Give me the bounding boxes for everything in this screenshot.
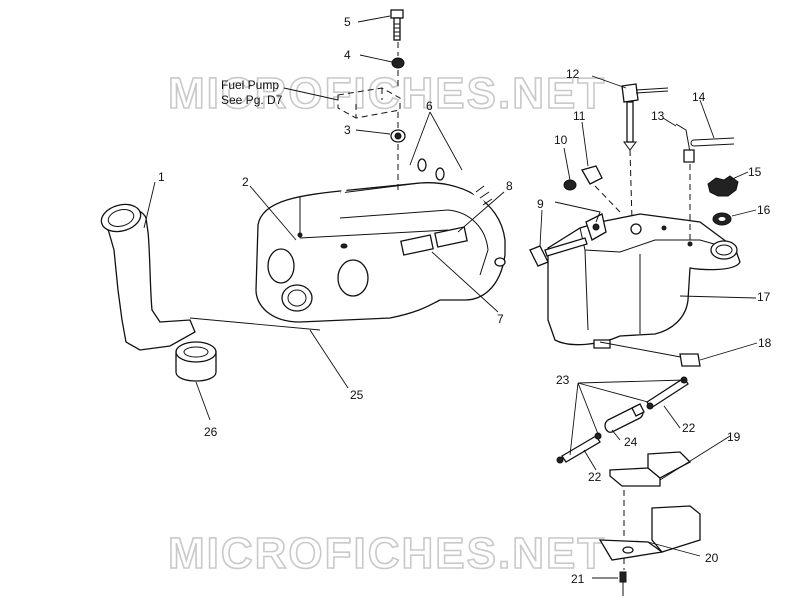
- callout-3: 3: [344, 123, 351, 137]
- callout-2: 2: [242, 175, 249, 189]
- callout-15: 15: [748, 165, 762, 179]
- callout-13: 13: [651, 109, 665, 123]
- callout-12: 12: [566, 67, 580, 81]
- filler-neck: [100, 203, 196, 351]
- callout-18: 18: [758, 336, 772, 350]
- callout-19: 19: [727, 430, 741, 444]
- fuel-pump-outline: [337, 87, 401, 119]
- callout-11: 11: [573, 109, 586, 123]
- callout-17: 17: [757, 290, 771, 304]
- mount-bolt: [390, 9, 406, 143]
- callout-20: 20: [705, 551, 719, 565]
- callout-16: 16: [757, 203, 771, 217]
- callout-labels: Fuel Pump See Pg. D7 1 2 3 4 5 6 7 8 9 1…: [158, 15, 772, 586]
- fuel-pump-note-line2: See Pg. D7: [221, 93, 283, 107]
- callout-26: 26: [204, 425, 218, 439]
- oil-level-sender: [621, 83, 669, 151]
- oil-line-fitting: [675, 123, 735, 163]
- callout-22a: 22: [682, 421, 696, 435]
- callout-6: 6: [426, 99, 433, 113]
- callout-21: 21: [571, 572, 585, 586]
- callout-9: 9: [537, 197, 544, 211]
- callout-4: 4: [344, 48, 351, 62]
- nut-10: [563, 179, 577, 191]
- callout-10: 10: [554, 133, 568, 147]
- callout-24: 24: [624, 435, 638, 449]
- oil-tank-bolt: [529, 237, 588, 267]
- mount-bracket-20: [598, 505, 701, 561]
- filler-cap-ring: [175, 341, 217, 382]
- mount-bracket-19: [609, 451, 692, 487]
- oil-tank: [547, 213, 741, 349]
- fuel-line-assembly: [556, 341, 701, 464]
- callout-23: 23: [556, 373, 570, 387]
- nut-11: [581, 165, 603, 185]
- callout-5: 5: [344, 15, 351, 29]
- callout-14: 14: [692, 90, 706, 104]
- watermark-top: MICROFICHES.NET: [168, 69, 606, 118]
- leader-lines: [143, 15, 758, 579]
- bracket-screw-21: [619, 571, 627, 596]
- fuel-tank: [255, 182, 506, 323]
- callout-25: 25: [350, 388, 364, 402]
- callout-7: 7: [497, 312, 504, 326]
- fuel-pump-note-line1: Fuel Pump: [221, 78, 279, 92]
- oil-cap: [707, 175, 739, 197]
- watermark-bottom: MICROFICHES.NET: [168, 529, 606, 578]
- vent-hoses: [338, 158, 506, 267]
- callout-1: 1: [158, 170, 165, 184]
- callout-8: 8: [506, 179, 513, 193]
- callout-22b: 22: [588, 470, 602, 484]
